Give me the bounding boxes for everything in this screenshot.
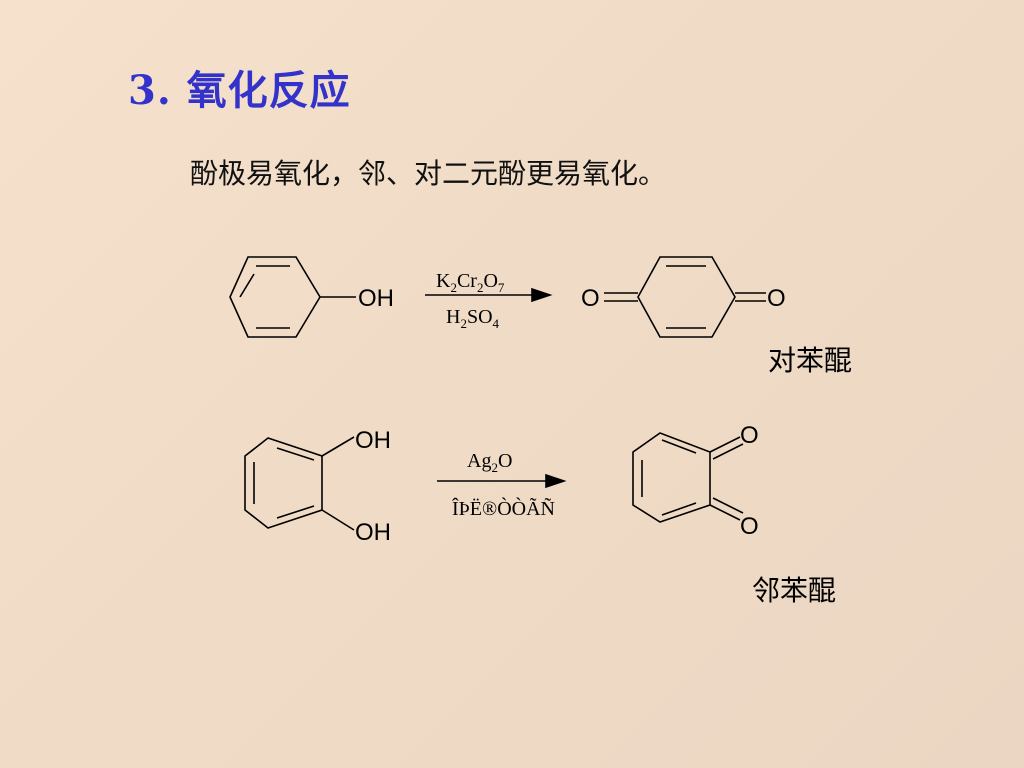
reaction2-reagent-top: Ag2O [467,450,512,475]
quinone-left-o-label: O [581,285,600,312]
slide-subtitle: 酚极易氧化，邻、对二元酚更易氧化。 [190,157,667,190]
catechol-top-oh-label: OH [355,427,391,454]
phenol-ring [229,256,356,338]
o-quinone-top-o-label: O [740,422,759,449]
reaction1-reagent-bottom: H2SO4 [446,306,500,331]
catechol-top-oh-bond [321,436,355,457]
slide-title: 3. 氧化反应 [128,67,351,114]
catechol-bottom-oh-label: OH [355,519,391,546]
reaction1-arrow [425,287,553,303]
reaction2-reagent-bottom: ÎÞË®ÒÒÃÑ [452,496,555,520]
reaction2-arrow [437,473,567,489]
o-benzoquinone-ring [632,432,744,523]
quinone-right-o-label: O [767,285,786,312]
o-quinone-bottom-carbonyl [709,504,741,521]
p-benzoquinone-name: 对苯醌 [768,344,852,377]
reaction1-reagent-top: K2Cr2O7 [436,270,505,295]
p-benzoquinone-ring [604,256,766,338]
catechol-ring [244,436,355,531]
o-quinone-top-carbonyl [709,436,741,453]
o-quinone-bottom-o-label: O [740,513,759,540]
phenol-oh-label: OH [358,285,394,312]
o-benzoquinone-name: 邻苯醌 [752,574,836,607]
catechol-bottom-oh-bond [321,509,355,531]
